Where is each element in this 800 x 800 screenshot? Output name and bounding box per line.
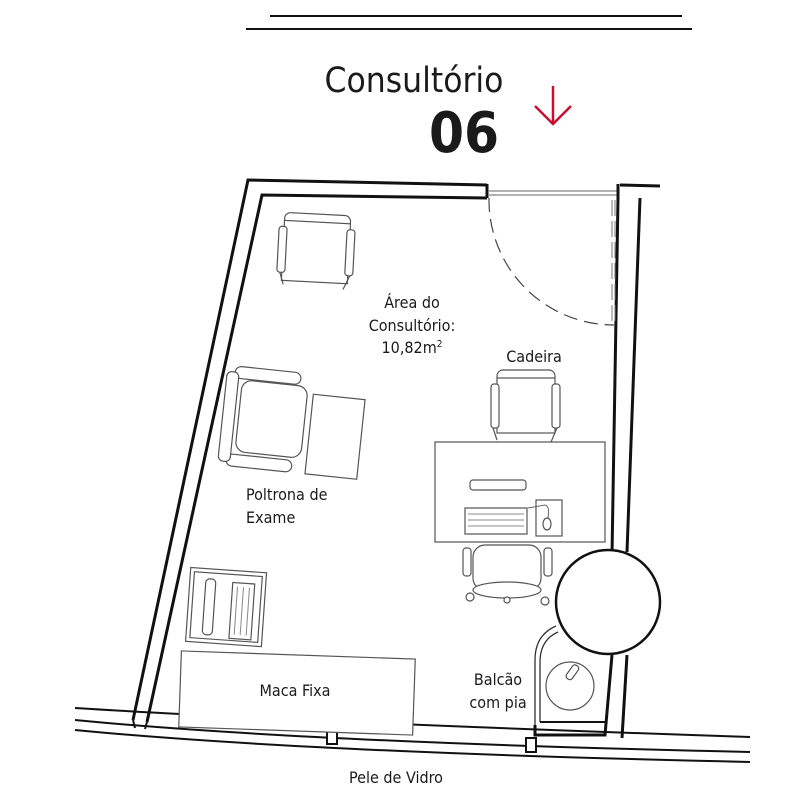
- exam-table-maca: [178, 650, 416, 736]
- side-cabinet: [184, 566, 268, 648]
- area-value: 10,82m2: [382, 338, 443, 357]
- chair-cadeira: [490, 369, 561, 443]
- room-title: Consultório: [325, 61, 504, 101]
- area-label-line2: Consultório:: [369, 316, 456, 335]
- label-balcao-line1: Balcão: [474, 670, 522, 689]
- office-chair: [462, 544, 553, 606]
- label-cadeira: Cadeira: [506, 347, 562, 366]
- exam-armchair: [217, 366, 366, 480]
- door-swing: [488, 197, 616, 326]
- label-pele-de-vidro: Pele de Vidro: [349, 768, 443, 787]
- counter-with-sink: [534, 625, 605, 725]
- chair-visitor: [276, 212, 356, 290]
- walls: [131, 178, 661, 739]
- area-label-line1: Área do: [384, 293, 440, 312]
- room-number: 06: [429, 101, 499, 166]
- desk: [434, 441, 606, 543]
- arrow-down-icon: [534, 86, 572, 126]
- column: [554, 548, 662, 656]
- label-balcao-line2: com pia: [469, 693, 526, 712]
- label-poltrona-line2: Exame: [246, 508, 295, 527]
- label-maca: Maca Fixa: [260, 681, 331, 700]
- label-poltrona-line1: Poltrona de: [246, 485, 328, 504]
